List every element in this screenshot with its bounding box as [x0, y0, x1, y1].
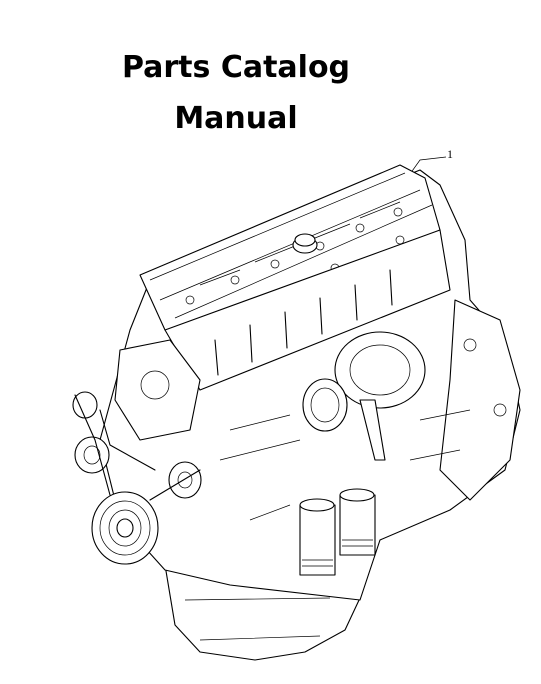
alternator-pulley — [168, 461, 202, 499]
idler-pulley — [74, 436, 110, 474]
drive-belt — [74, 394, 201, 501]
crankshaft-pulley — [91, 491, 159, 565]
turbocharger — [302, 331, 426, 461]
intake-housing — [114, 339, 201, 441]
title-line-1: Parts Catalog — [121, 50, 351, 85]
fuel-filters — [299, 488, 376, 576]
title-line-2: Manual — [174, 101, 298, 136]
callout-number: 1 — [447, 147, 453, 161]
tensioner-pulley — [72, 391, 98, 419]
oil-filler-cap — [292, 233, 318, 254]
injector-lines — [214, 269, 393, 376]
